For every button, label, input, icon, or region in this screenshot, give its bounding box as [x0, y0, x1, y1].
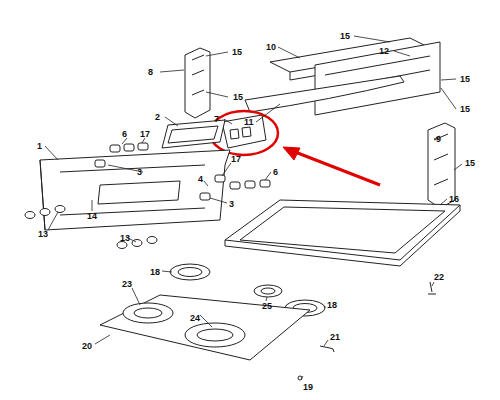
- callout-number: 15: [460, 104, 470, 114]
- callout-number: 13: [38, 229, 48, 239]
- callout-number: 16: [449, 194, 459, 204]
- callout-number: 15: [232, 47, 242, 57]
- callout-number: 10: [266, 42, 276, 52]
- callout-number: 2: [155, 112, 160, 122]
- callout-number: 23: [122, 279, 132, 289]
- callout-number: 19: [303, 382, 313, 392]
- callout-number: 14: [87, 211, 97, 221]
- callout-number: 15: [233, 92, 243, 102]
- callout-number: 3: [137, 167, 142, 177]
- callout-number: 25: [262, 301, 272, 311]
- callout-number: 15: [460, 74, 470, 84]
- callout-number: 18: [327, 300, 337, 310]
- callout-number: 15: [465, 158, 475, 168]
- callout-number: 20: [82, 341, 92, 351]
- callout-number: 6: [273, 167, 278, 177]
- callout-number: 8: [148, 67, 153, 77]
- callout-number: 22: [434, 272, 444, 282]
- callout-number: 7: [214, 114, 219, 124]
- callout-number: 18: [150, 267, 160, 277]
- callout-number: 17: [140, 129, 150, 139]
- callout-number: 3: [229, 199, 234, 209]
- callout-number: 15: [340, 31, 350, 41]
- callout-number: 12: [379, 46, 389, 56]
- callout-number: 21: [330, 332, 340, 342]
- callout-number: 11: [244, 117, 254, 127]
- callout-number: 24: [190, 313, 200, 323]
- callout-number: 9: [436, 134, 441, 144]
- callout-number: 4: [198, 174, 203, 184]
- callout-number: 17: [231, 154, 241, 164]
- callout-number: 13: [120, 233, 130, 243]
- callout-number: 1: [37, 141, 42, 151]
- callout-number: 6: [122, 129, 127, 139]
